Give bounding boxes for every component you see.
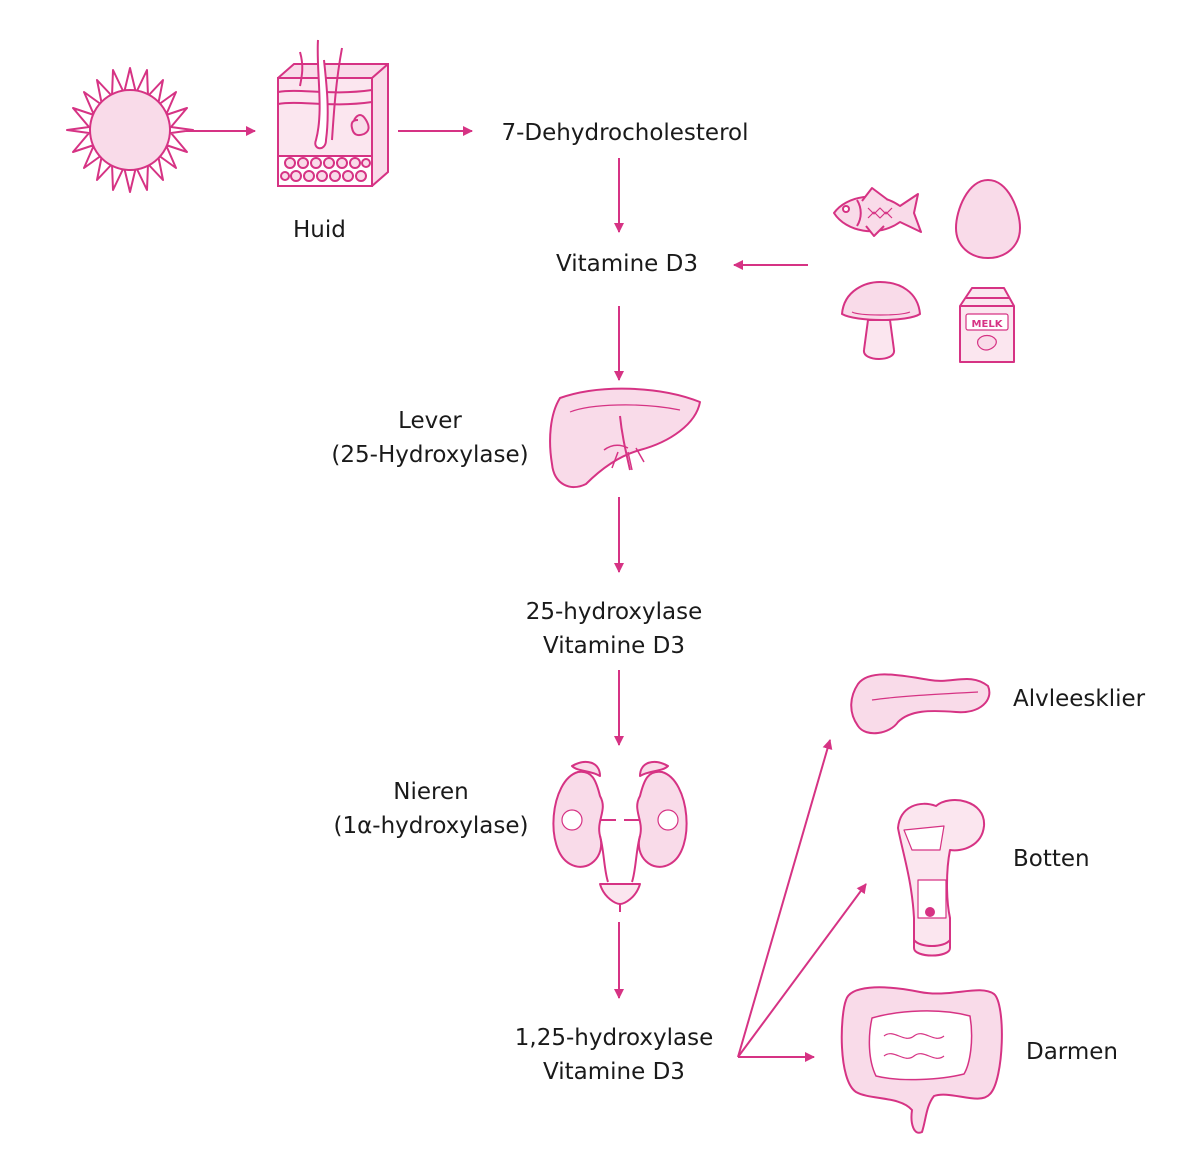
pancreas-icon: [850, 673, 991, 735]
label-pancreas: Alvleesklier: [1013, 686, 1146, 712]
label-kidney: Nieren (1α-hydroxylase): [334, 775, 529, 843]
intestine-icon: [840, 986, 1003, 1134]
label-125-hydroxylase: 1,25-hydroxylase: [514, 1025, 714, 1051]
arrow-125-to-pancreas: [737, 739, 833, 1058]
label-kidney-enzyme: (1α-hydroxylase): [333, 813, 529, 839]
milk-carton-label: MELK: [972, 319, 1004, 330]
label-vitamine-d3: Vitamine D3: [556, 251, 698, 277]
label-kidney-name: Nieren: [393, 779, 469, 805]
label-25-vitd3: Vitamine D3: [543, 633, 685, 659]
mushroom-icon: [841, 281, 921, 360]
label-25-hydroxylase: 25-hydroxylase: [525, 599, 703, 625]
label-125-hydroxylase-vitd3: 1,25-hydroxylase Vitamine D3: [515, 1021, 713, 1089]
label-bones: Botten: [1013, 846, 1090, 872]
fish-icon: [833, 187, 922, 237]
label-intestines: Darmen: [1026, 1039, 1118, 1065]
kidney-icon: [552, 760, 688, 912]
label-liver-enzyme: (25-Hydroxylase): [331, 442, 529, 468]
label-125-vitd3: Vitamine D3: [543, 1059, 685, 1085]
label-7-dehydrocholesterol: 7-Dehydrocholesterol: [501, 120, 749, 146]
sun-icon: [66, 67, 194, 193]
label-liver-name: Lever: [398, 408, 462, 434]
label-25-hydroxylase-vitd3: 25-hydroxylase Vitamine D3: [526, 595, 703, 663]
label-liver: Lever (25-Hydroxylase): [331, 404, 528, 472]
liver-icon: [549, 387, 701, 489]
egg-icon: [954, 178, 1022, 260]
skin-icon: [277, 39, 389, 187]
arrow-125-to-bones: [737, 883, 867, 1058]
label-skin: Huid: [293, 217, 346, 243]
milk-icon: [959, 287, 1015, 363]
arrows: [180, 126, 867, 1062]
bone-icon: [897, 799, 986, 957]
